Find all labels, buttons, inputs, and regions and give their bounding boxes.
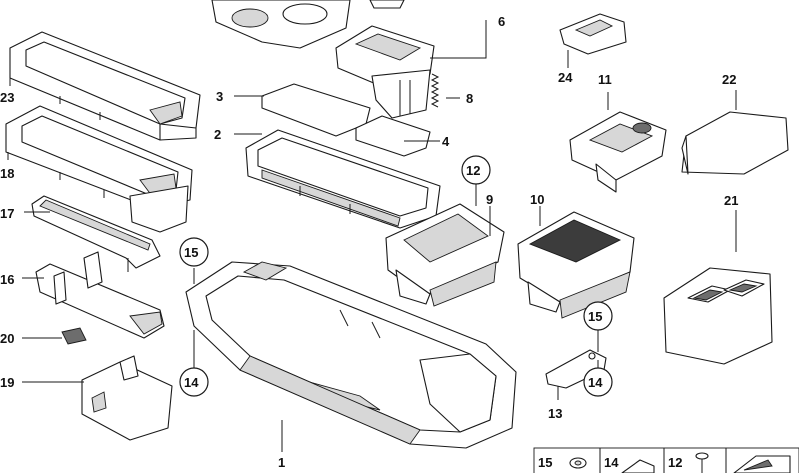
callout-21: 21 [724,193,738,208]
lid-4 [355,115,431,157]
callout-9: 9 [486,192,493,207]
callout-2: 2 [214,127,221,142]
arrow-icon [733,455,791,473]
callout-circle-14a [179,367,209,397]
callout-circle-14b [583,367,613,397]
callout-15b: 15 [588,309,602,324]
callout-14b: 14 [588,375,603,390]
callout-8: 8 [466,91,473,106]
callout-16: 16 [0,272,14,287]
holder-9 [385,203,505,307]
cover-19 [81,355,173,441]
callout-circle-12 [461,155,491,185]
pad-20 [61,327,87,345]
console-1 [185,261,517,449]
callout-17: 17 [0,206,14,221]
callout-14a: 14 [184,375,199,390]
callout-20: 20 [0,331,14,346]
callout-1: 1 [278,455,285,470]
fastener-legend [533,447,799,473]
leader-lines [22,20,737,452]
callout-24: 24 [558,70,573,85]
screw-icon [695,452,709,473]
clip-24 [559,13,627,55]
callout-circle-15a [179,237,209,267]
lid-3 [261,83,371,137]
spring-8 [430,73,440,108]
cover-22 [681,111,789,175]
legend-label-14: 14 [604,455,619,470]
callout-18: 18 [0,166,14,181]
callout-22: 22 [722,72,736,87]
callout-3: 3 [216,89,223,104]
cupholder-top [211,0,405,49]
nut-icon [569,457,587,469]
module-11 [569,111,667,193]
callout-4: 4 [442,134,450,149]
callout-6: 6 [498,14,505,29]
trim-frame-18 [5,105,193,233]
callout-13: 13 [548,406,562,421]
legend-label-12: 12 [668,455,682,470]
bracket-17 [31,195,161,272]
module-10 [517,211,635,319]
callout-23: 23 [0,90,14,105]
callout-10: 10 [530,192,544,207]
callout-11: 11 [598,72,612,87]
legend-label-15: 15 [538,455,552,470]
callout-circle-15b [583,301,613,331]
callout-19: 19 [0,375,14,390]
clip-nut-icon [621,459,655,473]
bracket-16 [35,251,165,339]
callout-15a: 15 [184,245,198,260]
switch-housing-21 [663,267,773,365]
insert-6 [335,25,435,119]
trim-frame-23 [9,31,201,141]
callout-12: 12 [466,163,480,178]
